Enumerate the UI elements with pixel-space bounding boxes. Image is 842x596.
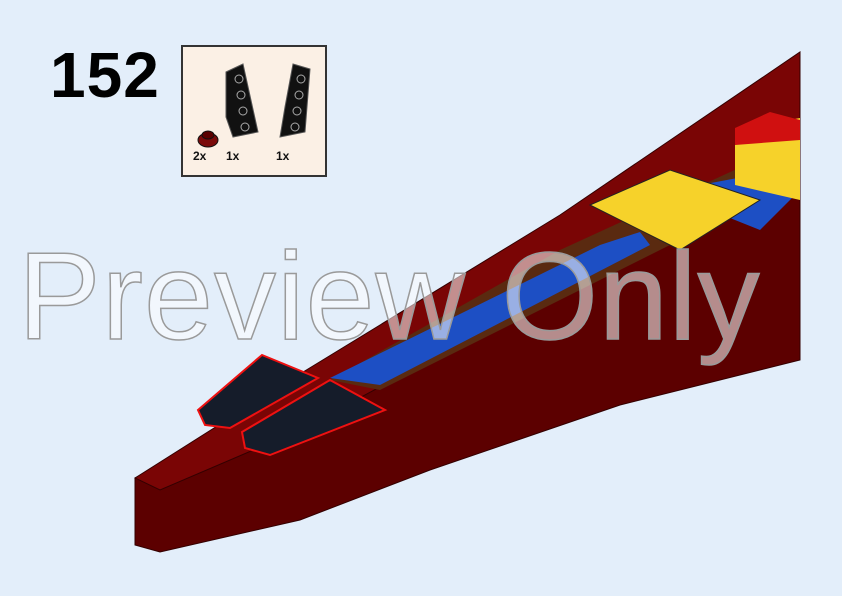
part-quantity: 1x (226, 149, 240, 163)
wedge-plate-left-icon (225, 63, 259, 138)
wedge-plate-right-new (240, 378, 388, 457)
wedge-plate-left-new (196, 353, 321, 430)
step-number: 152 (50, 39, 160, 111)
wedge-plate-right-icon (279, 63, 311, 138)
yellow-patch (588, 169, 762, 251)
round-plate-icon (197, 130, 219, 148)
part-quantity: 2x (193, 149, 207, 163)
part-quantity: 1x (276, 149, 290, 163)
parts-icons (197, 63, 311, 148)
red-block (735, 112, 800, 145)
blue-stripe (330, 232, 650, 385)
parts-callout: 2x 1x 1x (181, 45, 327, 177)
